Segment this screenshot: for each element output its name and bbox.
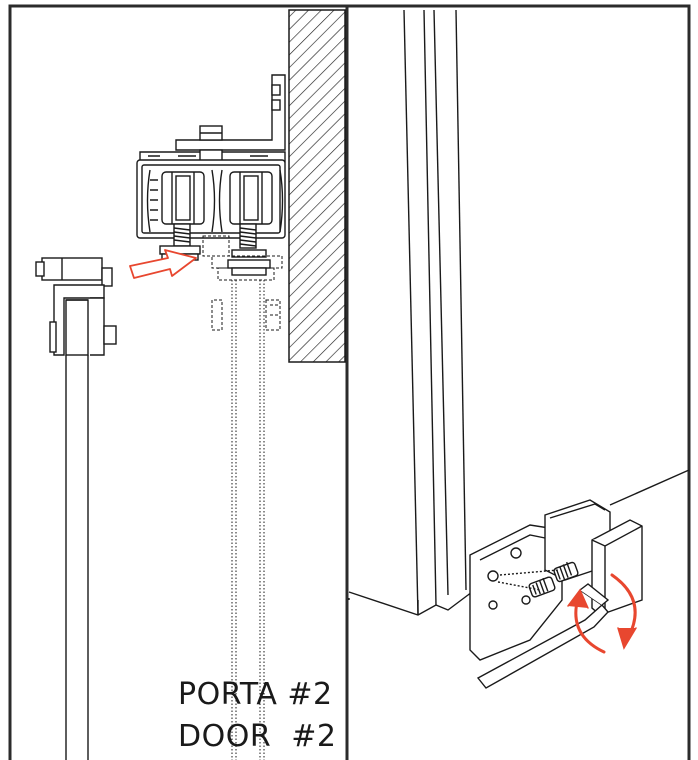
door-edge [348, 9, 469, 616]
door-clamp-hidden [202, 235, 283, 331]
door-panel-left [35, 257, 117, 760]
wall-section [288, 9, 346, 363]
door-outline-hidden [231, 280, 265, 760]
caption-line-en: DOOR #2 [178, 719, 337, 754]
threaded-bolt-left [173, 223, 191, 247]
caption-line-pt: PORTA #2 [178, 677, 333, 712]
left-panel [35, 9, 346, 760]
wall-bracket [175, 74, 286, 151]
set-screw-1 [553, 561, 579, 583]
set-screw-2 [528, 576, 556, 598]
outer-frame [8, 4, 691, 760]
rotate-arrows-icon [567, 573, 637, 654]
hex-key-icon [476, 604, 609, 689]
insert-arrow-icon [129, 249, 197, 279]
right-panel [348, 9, 690, 689]
